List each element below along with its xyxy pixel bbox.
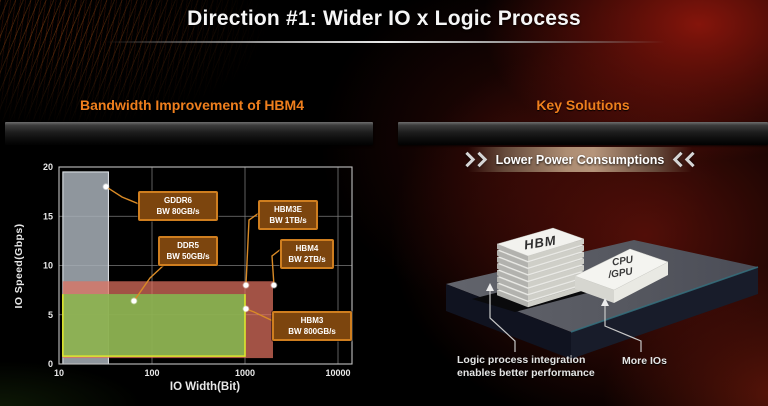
package-diagram: HBM CPU /GPU — [446, 227, 759, 359]
callout-hbm3e: HBM3E BW 1TB/s — [258, 200, 318, 230]
svg-text:10000: 10000 — [325, 368, 350, 378]
cpu-label-line1: CPU — [611, 254, 634, 268]
chevron-right-icon — [459, 151, 487, 168]
svg-text:5: 5 — [48, 310, 53, 320]
logic-process-note-line1: Logic process integration — [457, 354, 586, 366]
hbm-stack-layers — [496, 227, 585, 308]
callout-hbm3e-name: HBM3E — [273, 205, 302, 214]
callout-hbm4-name: HBM4 — [295, 244, 319, 253]
callout-gddr6: GDDR6 BW 80GB/s — [138, 191, 218, 221]
left-section-title: Bandwidth Improvement of HBM4 — [79, 97, 304, 113]
more-ios-note: More IOs — [622, 355, 667, 367]
svg-text:1000: 1000 — [235, 368, 255, 378]
callout-line-logic — [489, 291, 516, 352]
left-section-header-bar — [5, 122, 373, 145]
callout-hbm3-bw: BW 800GB/s — [288, 327, 336, 336]
callout-ddr5-bw: BW 50GB/s — [166, 252, 210, 261]
callout-hbm4-bw: BW 2TB/s — [288, 255, 326, 264]
svg-text:100: 100 — [144, 368, 159, 378]
logic-process-note-line2: enables better performance — [457, 367, 595, 379]
callout-hbm3e-bw: BW 1TB/s — [269, 216, 307, 225]
title-underline — [105, 41, 665, 43]
callout-hbm4: HBM4 BW 2TB/s — [280, 239, 334, 269]
callout-gddr6-name: GDDR6 — [163, 196, 192, 205]
platform-front-left-face — [446, 284, 571, 359]
cpu-front-right-face — [614, 262, 668, 303]
lower-power-banner-label: Lower Power Consumptions — [495, 152, 665, 167]
callout-arrow-logic — [486, 283, 494, 291]
svg-text:15: 15 — [43, 211, 53, 221]
callout-gddr6-bw: BW 80GB/s — [156, 207, 200, 216]
bandwidth-chart: 10 100 1000 10000 0 5 10 15 20 IO Width(Bit) IO Sp… — [13, 162, 353, 393]
logic-process-note: Logic process integration enables better… — [457, 354, 595, 380]
right-section-title: Key Solutions — [536, 97, 630, 113]
callout-line-ios — [604, 306, 642, 352]
chevron-left-icon — [673, 151, 701, 168]
cpu-front-left-face — [575, 276, 614, 303]
svg-text:IO Speed(Gbps): IO Speed(Gbps) — [13, 224, 25, 309]
platform-edge-highlight — [570, 266, 759, 333]
svg-text:10: 10 — [43, 261, 53, 271]
cpu-top-face — [574, 248, 669, 291]
slide-title: Direction #1: Wider IO x Logic Process — [187, 7, 581, 30]
svg-text:10: 10 — [54, 368, 64, 378]
right-section-header-bar — [398, 122, 768, 145]
callout-ddr5-name: DDR5 — [177, 241, 199, 250]
callout-hbm3-name: HBM3 — [300, 316, 324, 325]
lower-power-banner: Lower Power Consumptions — [459, 147, 701, 172]
svg-text:0: 0 — [48, 359, 53, 369]
callout-hbm3: HBM3 BW 800GB/s — [272, 311, 352, 341]
hbm-label: HBM — [523, 233, 558, 253]
platform-front-right-face — [571, 267, 758, 359]
svg-text:20: 20 — [43, 162, 53, 172]
callout-ddr5: DDR5 BW 50GB/s — [158, 236, 218, 266]
callout-arrow-ios — [601, 298, 609, 306]
cpu-label-line2: /GPU — [607, 266, 635, 281]
svg-text:IO Width(Bit): IO Width(Bit) — [170, 381, 240, 393]
